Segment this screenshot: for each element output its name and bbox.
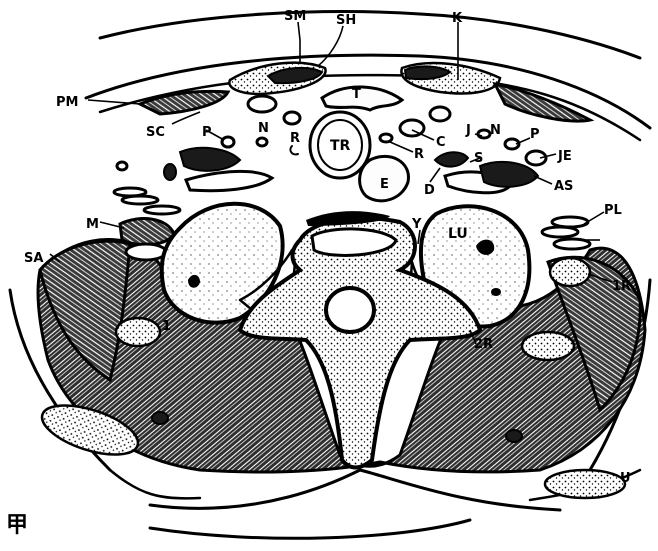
label-lu: LU (448, 226, 468, 242)
label-e: E (380, 177, 389, 192)
rib-1r (550, 258, 590, 286)
rib-right (522, 332, 574, 360)
label-d: D (424, 183, 435, 198)
label-sa: SA (24, 251, 43, 266)
label-sh: SH (336, 13, 356, 28)
label-as: AS (554, 179, 573, 194)
label-tr: TR (330, 138, 351, 154)
label-pm: PM (56, 95, 78, 110)
label-k: K (452, 11, 463, 26)
label-rib1: 1 (162, 319, 171, 334)
label-u: U (620, 471, 631, 486)
rib-left (116, 318, 160, 346)
rib-1-left-top (126, 244, 166, 260)
label-n-left: N (258, 121, 269, 136)
label-je: JE (557, 149, 572, 164)
label-c: C (436, 135, 446, 150)
label-corner-char: 甲 (6, 512, 28, 538)
label-n-right: N (490, 123, 501, 138)
label-sm: SM (284, 9, 306, 24)
label-y: Y (411, 217, 422, 232)
label-m: M (86, 217, 99, 232)
label-t: T (352, 87, 361, 102)
label-pl: PL (604, 203, 622, 218)
label-j: J (465, 123, 471, 138)
label-1r: 1R (612, 279, 631, 294)
label-2r: 2R (474, 337, 493, 352)
label-r-left: R (290, 131, 300, 146)
label-r-right: R (414, 147, 424, 162)
scapula-right (545, 470, 625, 498)
thyroid-cartilage (322, 87, 402, 110)
label-p-left: P (202, 125, 212, 140)
label-sc: SC (146, 125, 165, 140)
label-s: S (474, 151, 483, 166)
label-p-right: P (530, 127, 540, 142)
muscle-m (120, 219, 174, 245)
